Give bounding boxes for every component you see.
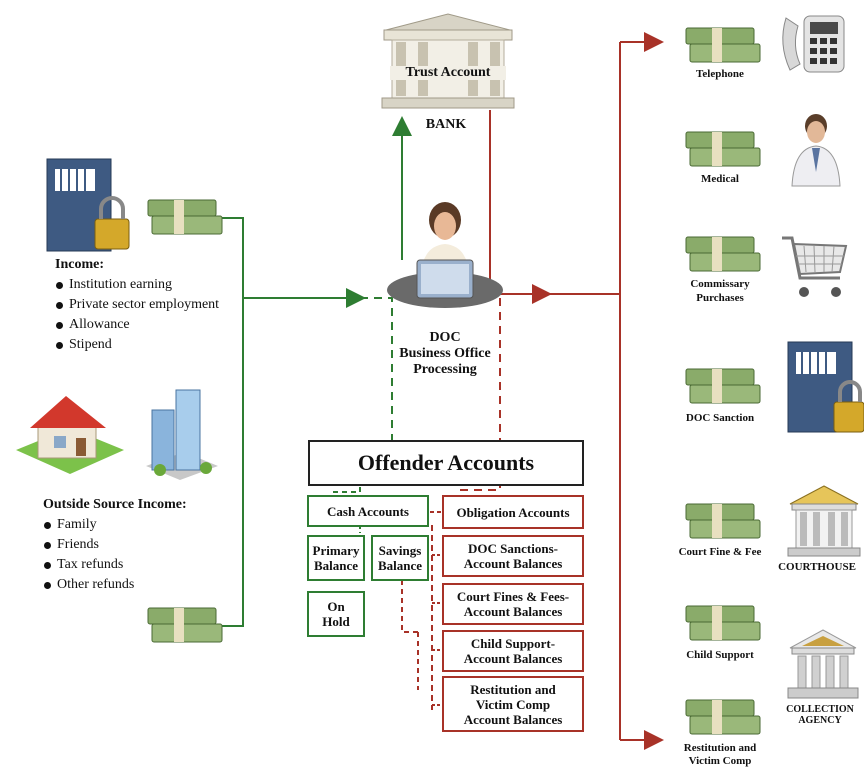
court-fines-box: Court Fines & Fees- Account Balances bbox=[442, 583, 584, 625]
outside-heading: Outside Source Income: bbox=[43, 497, 187, 512]
list-item: Stipend bbox=[55, 335, 245, 355]
savings-balance-box: Savings Balance bbox=[371, 535, 429, 581]
courthouse-icon bbox=[786, 484, 862, 558]
commissary-label: Commissary Purchases bbox=[690, 278, 750, 304]
income-heading: Income: bbox=[55, 257, 104, 272]
prison-door-icon bbox=[786, 340, 864, 438]
doc-sanctions-box: DOC Sanctions- Account Balances bbox=[442, 535, 584, 577]
cash-accounts-box: Cash Accounts bbox=[307, 495, 429, 527]
money-stack-icon bbox=[146, 604, 224, 646]
doc-sanction-label: DOC Sanction bbox=[685, 412, 755, 424]
offender-accounts-title: Offender Accounts bbox=[308, 440, 584, 486]
restitution-box: Restitution and Victim Comp Account Bala… bbox=[442, 676, 584, 732]
child-support-box: Child Support- Account Balances bbox=[442, 630, 584, 672]
list-item: Tax refunds bbox=[43, 555, 233, 575]
child-support-label: Child Support bbox=[686, 649, 754, 661]
house-icon bbox=[14, 388, 126, 480]
telephone-label: Telephone bbox=[696, 68, 744, 80]
list-item: Institution earning bbox=[55, 275, 245, 295]
processing-label: DOC Business Office Processing bbox=[399, 330, 491, 377]
list-item: Private sector employment bbox=[55, 295, 245, 315]
doctor-icon bbox=[790, 112, 842, 188]
list-item: Family bbox=[43, 515, 233, 535]
collection-agency-icon bbox=[786, 628, 860, 700]
court-fine-label: Court Fine & Fee bbox=[678, 546, 762, 558]
bank-sign: Trust Account bbox=[390, 66, 506, 80]
shopping-cart-icon bbox=[780, 232, 850, 304]
list-item: Friends bbox=[43, 535, 233, 555]
collection-agency-label: COLLECTION AGENCY bbox=[786, 704, 854, 726]
money-stack-icon bbox=[684, 365, 762, 407]
income-list: Income: Institution earning Private sect… bbox=[55, 255, 245, 355]
obligation-accounts-box: Obligation Accounts bbox=[442, 495, 584, 529]
office-building-icon bbox=[140, 386, 222, 482]
on-hold-box: On Hold bbox=[307, 591, 365, 637]
money-stack-icon bbox=[684, 500, 762, 542]
money-stack-icon bbox=[684, 696, 762, 738]
primary-balance-box: Primary Balance bbox=[307, 535, 365, 581]
restitution-label: Restitution and Victim Comp bbox=[683, 742, 757, 767]
outside-income-list: Outside Source Income: Family Friends Ta… bbox=[43, 495, 233, 595]
money-stack-icon bbox=[684, 128, 762, 170]
money-stack-icon bbox=[146, 196, 224, 238]
bank-icon bbox=[378, 8, 518, 110]
money-stack-icon bbox=[684, 233, 762, 275]
money-stack-icon bbox=[684, 24, 762, 66]
telephone-icon bbox=[776, 10, 848, 76]
list-item: Allowance bbox=[55, 315, 245, 335]
medical-label: Medical bbox=[701, 173, 739, 185]
list-item: Other refunds bbox=[43, 575, 233, 595]
prison-door-icon bbox=[45, 157, 133, 257]
clerk-icon bbox=[385, 200, 505, 310]
bank-label: BANK bbox=[425, 117, 467, 132]
courthouse-label: COURTHOUSE bbox=[778, 561, 856, 573]
money-stack-icon bbox=[684, 602, 762, 644]
